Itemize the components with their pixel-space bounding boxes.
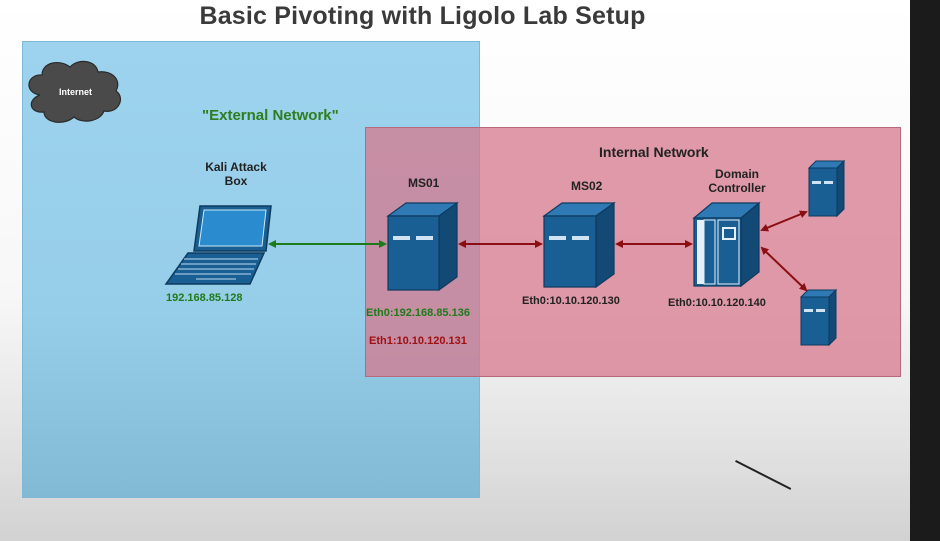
dc-label-line2: Controller — [708, 181, 766, 195]
kali-ip: 192.168.85.128 — [166, 292, 243, 304]
kali-label: Kali Attack Box — [196, 160, 276, 188]
external-network-label: "External Network" — [202, 107, 339, 124]
link-dc-server-bottom — [760, 246, 808, 292]
screen-edge-strip — [910, 0, 940, 541]
ms02-server-icon — [542, 201, 616, 289]
link-dc-server-top — [760, 210, 808, 232]
internal-server-bottom-icon — [799, 288, 838, 347]
internal-server-top-icon — [807, 159, 846, 218]
ms02-label: MS02 — [571, 179, 603, 193]
laptop-icon — [164, 205, 272, 285]
internet-label: Internet — [59, 87, 93, 97]
kali-label-line1: Kali Attack — [205, 160, 267, 174]
slide-title: Basic Pivoting with Ligolo Lab Setup — [199, 2, 646, 30]
kali-label-line2: Box — [224, 174, 248, 188]
internet-cloud-icon — [28, 60, 121, 123]
dc-label: Domain Controller — [700, 167, 774, 195]
internal-network-label: Internal Network — [599, 144, 709, 160]
ms02-eth0: Eth0:10.10.120.130 — [522, 295, 620, 307]
dc-eth0: Eth0:10.10.120.140 — [668, 297, 766, 309]
ms01-server-icon — [386, 201, 459, 292]
ms01-eth1: Eth1:10.10.120.131 — [369, 335, 467, 347]
ms01-eth0: Eth0:192.168.85.136 — [366, 307, 470, 319]
domain-controller-icon — [692, 201, 761, 288]
dc-label-line1: Domain — [714, 167, 759, 181]
ms01-label: MS01 — [408, 176, 440, 190]
